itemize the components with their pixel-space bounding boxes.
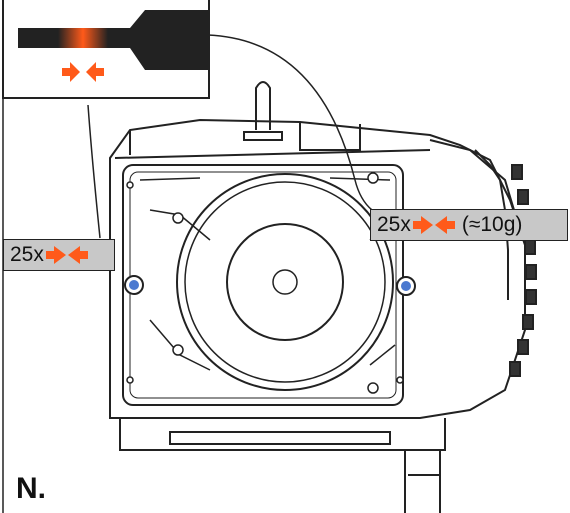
squeeze-arrows-icon [45,246,89,264]
callout-right-note: (≈10g) [461,213,523,236]
step-label: N. [16,472,46,505]
squeeze-arrows-icon [412,216,456,234]
grease-point-right [396,276,416,296]
grease-point-left [124,275,144,295]
leader-line-left [87,104,101,239]
grease-tube-icon [18,10,209,70]
corner-screws [126,172,404,394]
callout-left-count: 25x [10,243,44,266]
housing [109,118,526,419]
callout-right-count: 25x [377,213,411,236]
callout-left: 25x [3,239,115,271]
top-knob [243,81,283,141]
squeeze-arrows-icon [62,62,104,82]
leader-line-right [207,34,373,211]
mount-plate [122,164,404,406]
base-rail [119,418,446,513]
round-cover [176,173,394,391]
ribbed-side [509,164,537,377]
callout-right: 25x (≈10g) [370,209,568,241]
inset-panel [2,0,210,99]
